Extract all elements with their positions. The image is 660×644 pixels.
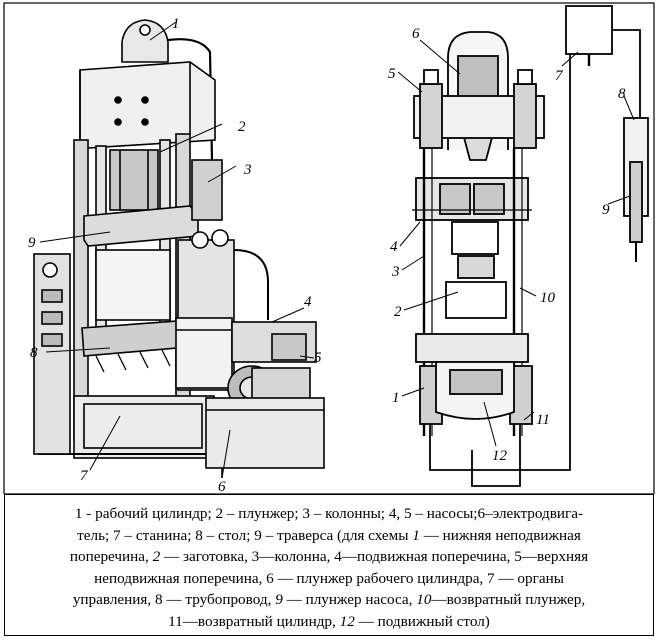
label-right-10: 10 (540, 290, 556, 306)
caption-italic-3: 9 (275, 591, 283, 609)
caption-italic-5: 12 (339, 612, 355, 630)
press-illustration (33, 19, 325, 478)
label-left-9: 9 (28, 235, 36, 251)
figure-caption: 1 - рабочий цилиндр; 2 – плунжер; 3 – ко… (4, 494, 654, 636)
label-left-5: 5 (314, 350, 322, 366)
label-right-7: 7 (555, 68, 564, 84)
caption-line3: поперечина, (69, 548, 153, 566)
label-left-2: 2 (238, 119, 246, 135)
press-schematic (412, 5, 649, 487)
caption-line2: тель; 7 – станина; 8 – стол; 9 – траверс… (77, 526, 413, 544)
label-right-5: 5 (388, 66, 396, 82)
label-right-8: 8 (618, 86, 626, 102)
caption-italic-1: 1 (412, 526, 420, 544)
caption-line4: неподвижная поперечина, 6 — плунжер рабо… (94, 569, 564, 587)
label-right-12: 12 (492, 448, 508, 464)
label-left-6: 6 (218, 479, 226, 494)
caption-line5-end: —возвратный плунжер, (431, 591, 586, 609)
caption-line6: 11—возвратный цилиндр, (168, 612, 340, 630)
label-right-9: 9 (602, 202, 610, 218)
label-left-4: 4 (304, 294, 312, 310)
caption-line2-end: — нижняя неподвижная (419, 526, 581, 544)
label-right-3: 3 (391, 264, 400, 280)
label-right-4: 4 (390, 239, 398, 255)
caption-line1: 1 - рабочий цилиндр; 2 – плунжер; 3 – ко… (74, 505, 584, 522)
caption-line5: управления, 8 — трубопровод, (72, 591, 276, 609)
caption-italic-4: 10 (416, 591, 432, 609)
label-right-2: 2 (394, 304, 402, 320)
label-left-8: 8 (30, 345, 38, 361)
label-left-7: 7 (80, 468, 89, 484)
caption-italic-2: 2 (152, 548, 161, 566)
caption-line5-mid: — плунжер насоса, (282, 591, 417, 609)
caption-line3-end: — заготовка, 3—колонна, 4—подвижная попе… (160, 548, 589, 566)
label-left-3: 3 (243, 162, 252, 178)
label-right-6: 6 (412, 26, 420, 42)
label-right-11: 11 (536, 412, 550, 428)
label-right-1: 1 (392, 390, 400, 406)
label-left-1: 1 (172, 16, 180, 32)
caption-line6-end: — подвижный стол) (354, 612, 490, 630)
press-figure: 1 2 3 9 4 5 8 7 6 (3, 2, 655, 494)
